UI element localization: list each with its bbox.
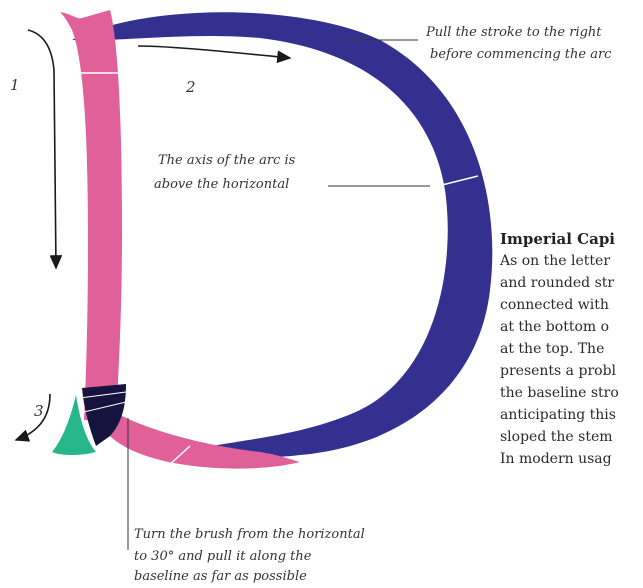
body-line: presents a probl [500, 360, 616, 382]
body-line: and rounded str [500, 272, 614, 294]
annotation-axis-line-1: The axis of the arc is [158, 150, 295, 172]
annotation-axis-line-2: above the horizontal [154, 174, 289, 196]
bowl-stroke [72, 12, 492, 457]
body-line: connected with [500, 294, 609, 316]
step-number-1: 1 [10, 74, 20, 96]
step-number-2: 2 [186, 76, 196, 98]
annotation-brush-line-3: baseline as far as possible [134, 566, 307, 588]
arrow-2 [138, 46, 290, 58]
annotation-stroke-right-line-2: before commencing the arc [430, 44, 611, 66]
annotation-stroke-right-line-1: Pull the stroke to the right [426, 22, 602, 44]
body-line: In modern usag [500, 448, 612, 470]
arrow-3 [16, 394, 50, 440]
body-line: the baseline stro [500, 382, 619, 404]
body-line: anticipating this [500, 404, 616, 426]
body-line: As on the letter [500, 250, 610, 272]
step-number-3: 3 [34, 400, 44, 422]
section-title: Imperial Capi [500, 228, 615, 250]
body-line: sloped the stem [500, 426, 613, 448]
stem-stroke [60, 10, 122, 420]
annotation-brush-line-1: Turn the brush from the horizontal [134, 524, 365, 546]
body-line: at the bottom o [500, 316, 609, 338]
arrow-1 [28, 30, 56, 268]
body-line: at the top. The [500, 338, 604, 360]
annotation-brush-line-2: to 30° and pull it along the [134, 546, 311, 568]
